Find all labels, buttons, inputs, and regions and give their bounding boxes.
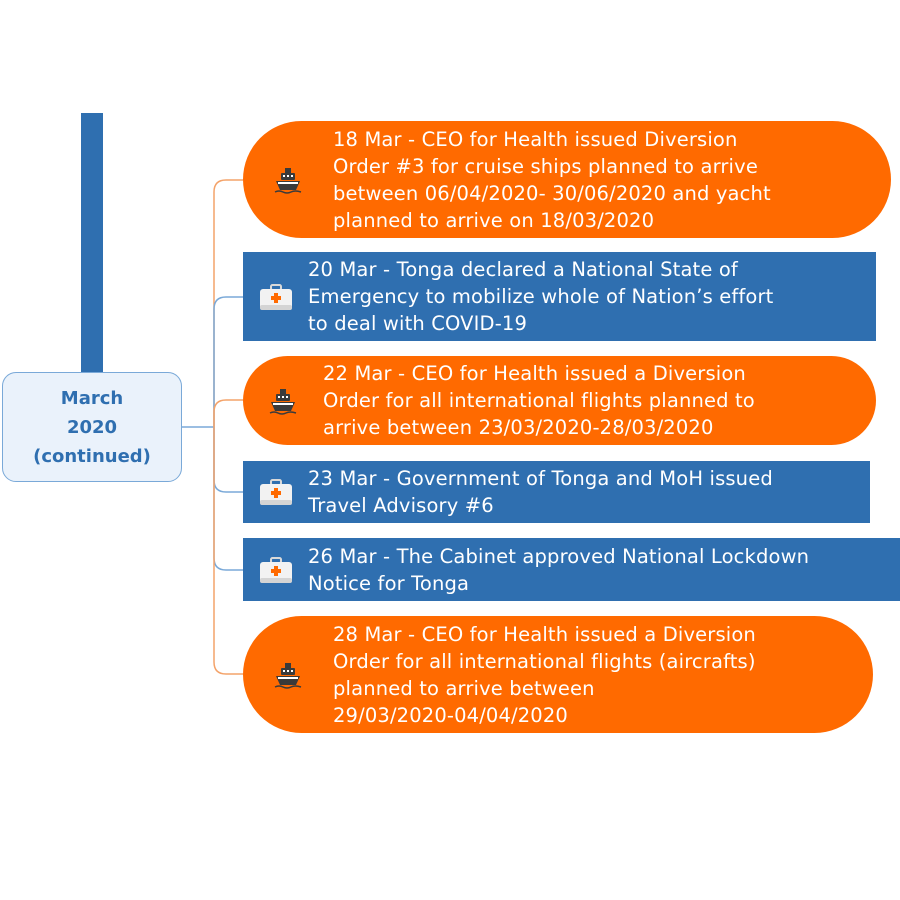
event-text: 23 Mar - Government of Tonga and MoH iss… [308, 467, 773, 517]
event-text: 18 Mar - CEO for Health issued Diversion… [333, 127, 771, 232]
event-blue-item: 26 Mar - The Cabinet approved National L… [243, 538, 900, 601]
event-orange-item: 22 Mar - CEO for Health issued a Diversi… [243, 356, 876, 445]
month-node: March 2020 (continued) [2, 372, 182, 482]
month-node-line: 2020 [66, 416, 118, 438]
event-text: 22 Mar - CEO for Health issued a Diversi… [323, 362, 755, 439]
connector-line [213, 179, 243, 427]
connector-line [213, 296, 243, 427]
connector-line [213, 399, 243, 427]
first-aid-kit-icon [243, 478, 308, 506]
first-aid-kit-icon [243, 556, 308, 584]
event-orange-item: 18 Mar - CEO for Health issued Diversion… [243, 121, 891, 238]
event-blue-item: 23 Mar - Government of Tonga and MoH iss… [243, 461, 870, 523]
connector-line [213, 427, 243, 571]
connector-line [213, 427, 243, 493]
month-node-line: (continued) [33, 445, 151, 467]
event-text: 26 Mar - The Cabinet approved National L… [308, 544, 810, 595]
first-aid-kit-icon [243, 283, 308, 311]
event-orange-item: 28 Mar - CEO for Health issued a Diversi… [243, 616, 873, 733]
event-blue-item: 20 Mar - Tonga declared a National State… [243, 252, 876, 341]
timeline-bar [81, 113, 103, 373]
connector-line [213, 427, 243, 675]
ship-icon [243, 386, 323, 416]
event-text: 20 Mar - Tonga declared a National State… [308, 258, 774, 335]
ship-icon [243, 165, 333, 195]
event-text: 28 Mar - CEO for Health issued a Diversi… [333, 622, 756, 727]
ship-icon [243, 660, 333, 690]
month-node-line: March [60, 387, 124, 409]
